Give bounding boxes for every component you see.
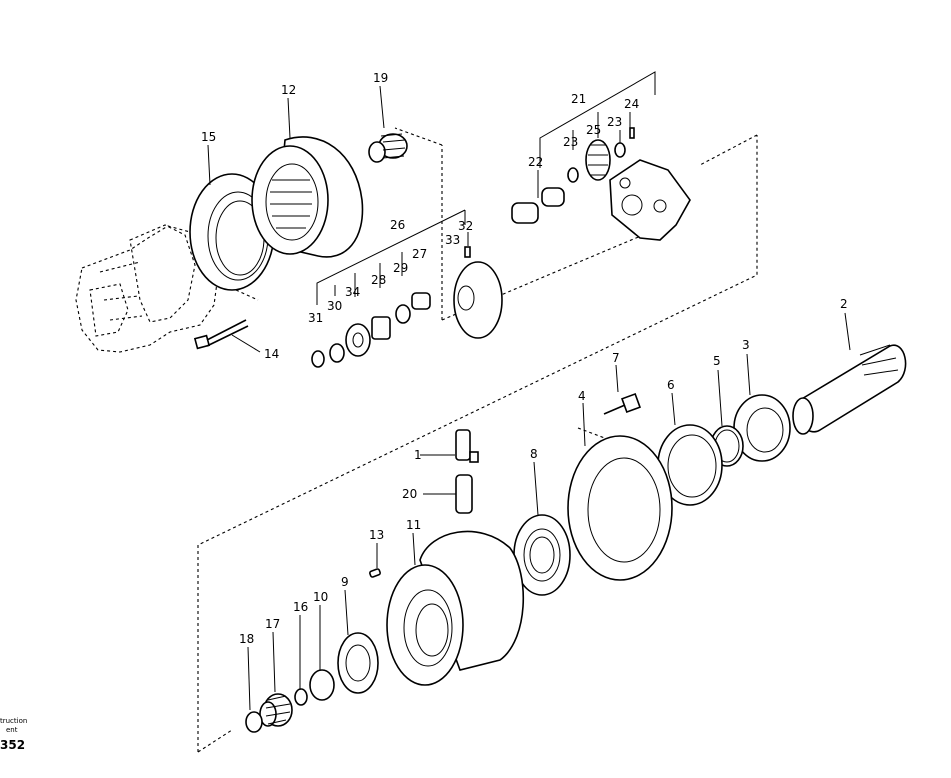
part-12-ring-gear bbox=[251, 136, 364, 258]
travel-motor-outline bbox=[75, 224, 219, 353]
part-label: 29 bbox=[393, 261, 408, 275]
part-label: 28 bbox=[371, 273, 386, 287]
part-label: 13 bbox=[369, 528, 384, 542]
part-18-washer bbox=[245, 711, 263, 733]
part-label: 19 bbox=[373, 71, 388, 85]
part-label: 3 bbox=[742, 338, 750, 352]
part-label: 20 bbox=[402, 487, 417, 501]
part-10-ring bbox=[309, 669, 335, 701]
part-label: 23 bbox=[563, 135, 578, 149]
part-14-bolt bbox=[193, 319, 249, 350]
part-number-labels: 1 2 3 4 5 6 7 8 9 10 11 12 13 14 15 16 1… bbox=[201, 71, 848, 646]
part-11-hub bbox=[386, 530, 525, 686]
footer-code: 352 bbox=[0, 738, 25, 752]
part-label: 17 bbox=[265, 617, 280, 631]
part-label: 22 bbox=[528, 155, 543, 169]
part-label: 21 bbox=[571, 92, 586, 106]
footer-line-2: ent bbox=[6, 726, 18, 734]
part-label: 8 bbox=[530, 447, 538, 461]
part-2-shaft bbox=[792, 344, 907, 435]
part-label: 23 bbox=[607, 115, 622, 129]
part-label: 1 bbox=[414, 448, 422, 462]
part-22-pins bbox=[511, 187, 565, 224]
part-label: 27 bbox=[412, 247, 427, 261]
leader-lines bbox=[207, 71, 851, 711]
part-20-sleeve bbox=[455, 474, 473, 514]
part-label: 2 bbox=[840, 297, 848, 311]
part-label: 34 bbox=[345, 285, 360, 299]
part-label: 7 bbox=[612, 351, 620, 365]
part-label: 11 bbox=[406, 518, 421, 532]
part-1-fitting bbox=[455, 429, 479, 463]
part-label: 5 bbox=[713, 354, 721, 368]
part-13-pin bbox=[369, 568, 381, 578]
footer-line-1: truction bbox=[0, 717, 27, 725]
planet-parts-lower-set bbox=[311, 292, 431, 368]
part-21-planet-carrier bbox=[609, 159, 691, 241]
part-7-bolt bbox=[603, 393, 641, 415]
part-label: 30 bbox=[327, 299, 342, 313]
part-label: 9 bbox=[341, 575, 349, 589]
part-label: 10 bbox=[313, 590, 328, 604]
part-33-carrier-plate bbox=[453, 246, 503, 339]
part-label: 15 bbox=[201, 130, 216, 144]
part-label: 25 bbox=[586, 123, 601, 137]
part-label: 16 bbox=[293, 600, 308, 614]
part-label: 31 bbox=[308, 311, 323, 325]
part-label: 26 bbox=[390, 218, 405, 232]
assembly-dashed-outline bbox=[197, 127, 758, 753]
part-label: 12 bbox=[281, 83, 296, 97]
part-9-bearing bbox=[337, 632, 379, 694]
part-19-gear bbox=[368, 133, 408, 163]
part-label: 4 bbox=[578, 389, 586, 403]
part-16-washer bbox=[294, 688, 308, 706]
part-label: 32 bbox=[458, 219, 473, 233]
part-label: 33 bbox=[445, 233, 460, 247]
part-label: 14 bbox=[264, 347, 279, 361]
part-label: 24 bbox=[624, 97, 639, 111]
part-label: 18 bbox=[239, 632, 254, 646]
part-label: 6 bbox=[667, 378, 675, 392]
part-4-large-flange bbox=[567, 435, 673, 581]
part-17-sun-gear bbox=[259, 693, 293, 727]
footer-caption: truction ent 352 bbox=[0, 717, 27, 752]
